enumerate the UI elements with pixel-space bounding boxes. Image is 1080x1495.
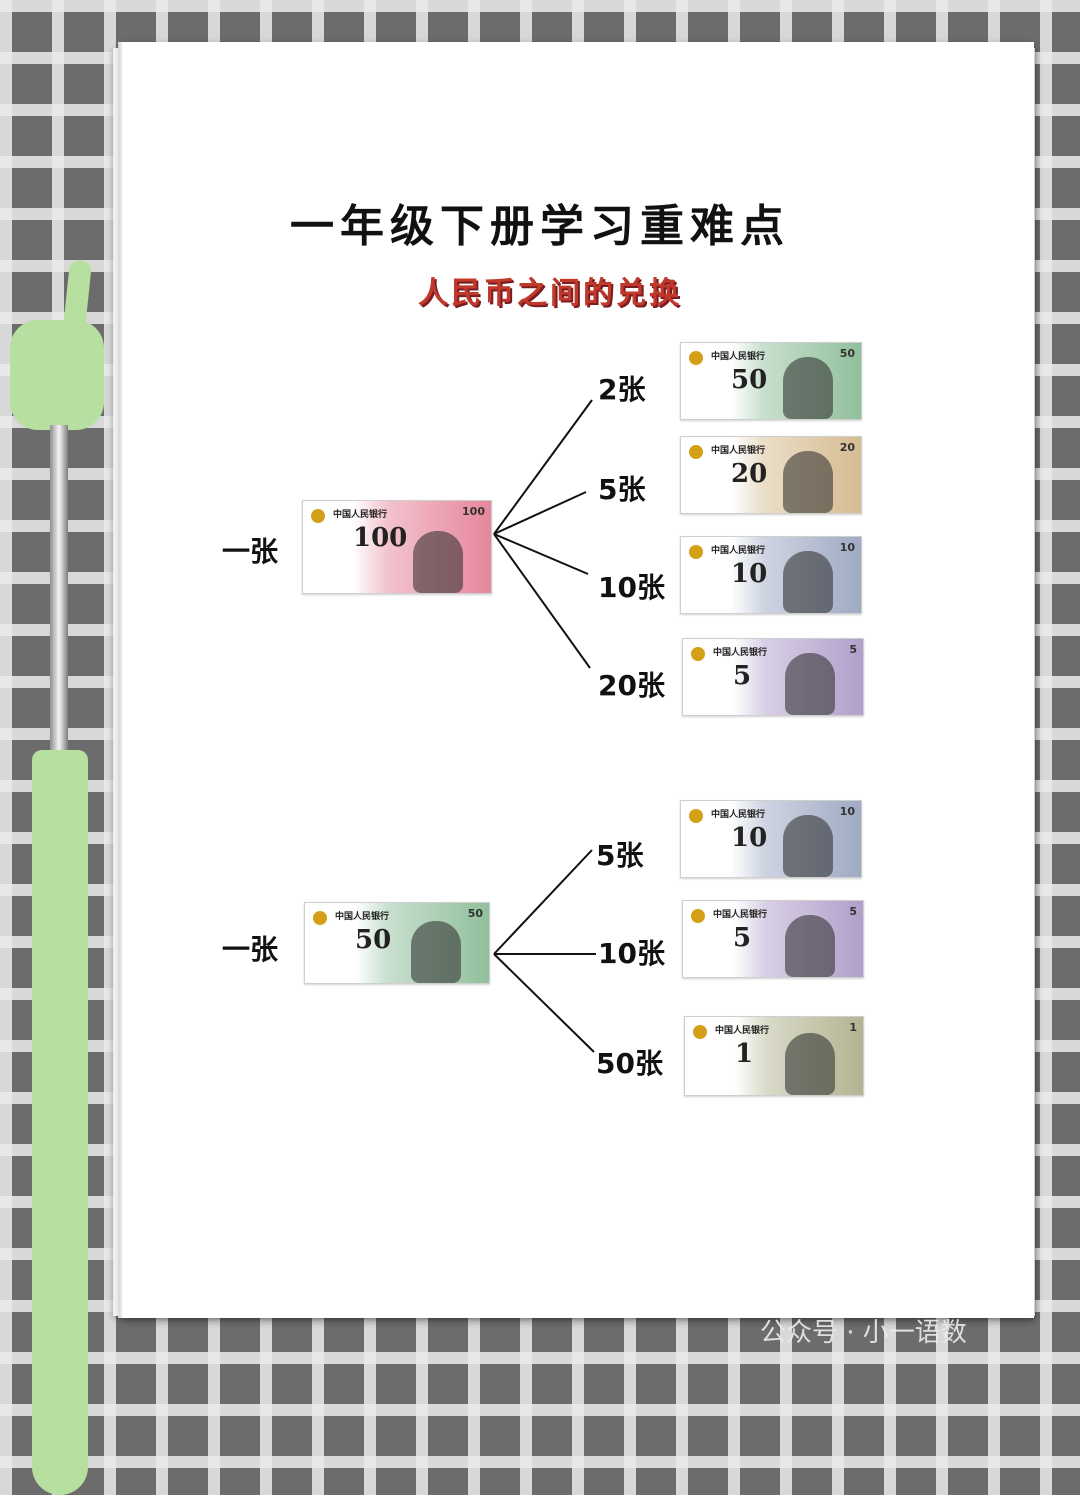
branch-line (493, 491, 587, 535)
portrait-image (411, 921, 461, 983)
bank-name: 中国人民银行 (711, 352, 766, 362)
note-value: 5 (733, 923, 752, 953)
bank-name: 中国人民银行 (713, 910, 768, 920)
note-corner-value: 10 (839, 805, 855, 818)
pointer-rod (50, 425, 68, 755)
branch-line (493, 533, 589, 575)
banknote-100: 中国人民银行 100 100 (302, 500, 492, 594)
page-title: 一年级下册学习重难点 (290, 201, 790, 252)
watermark: 公众号 · 小一语数 (760, 1318, 967, 1348)
emblem-icon (691, 647, 705, 661)
bank-name: 中国人民银行 (711, 810, 766, 820)
banknote-10: 中国人民银行 10 10 (680, 536, 862, 614)
pointer-grip (32, 750, 88, 1495)
note-value: 20 (731, 459, 768, 489)
portrait-image (785, 1033, 835, 1095)
bank-name: 中国人民银行 (711, 546, 766, 556)
source-label: 一张 (222, 535, 279, 568)
note-value: 50 (731, 365, 768, 395)
note-corner-value: 50 (839, 347, 855, 360)
emblem-icon (689, 545, 703, 559)
count-label: 10张 (598, 937, 665, 970)
bank-name: 中国人民银行 (333, 510, 388, 520)
pointer-hand (10, 320, 104, 430)
bank-name: 中国人民银行 (335, 912, 390, 922)
note-corner-value: 1 (849, 1021, 857, 1034)
bank-name: 中国人民银行 (715, 1026, 770, 1036)
note-value: 5 (733, 661, 752, 691)
banknote-5: 中国人民银行 5 5 (682, 900, 864, 978)
note-corner-value: 10 (839, 541, 855, 554)
exchange-diagram-lines (493, 399, 596, 1053)
branch-line (493, 849, 593, 955)
portrait-image (783, 551, 833, 613)
note-corner-value: 5 (849, 643, 857, 656)
emblem-icon (689, 445, 703, 459)
note-value: 10 (731, 559, 768, 589)
banknote-1: 中国人民银行 1 1 (684, 1016, 864, 1096)
count-label: 5张 (598, 473, 646, 506)
note-value: 100 (353, 523, 408, 553)
emblem-icon (693, 1025, 707, 1039)
banknote-20: 中国人民银行 20 20 (680, 436, 862, 514)
portrait-image (783, 815, 833, 877)
count-label: 5张 (596, 839, 644, 872)
portrait-image (785, 653, 835, 715)
branch-line (493, 399, 593, 535)
note-corner-value: 50 (467, 907, 483, 920)
page-subtitle: 人民币之间的兑换 (418, 276, 682, 311)
portrait-image (783, 451, 833, 513)
emblem-icon (691, 909, 705, 923)
branch-line (493, 533, 591, 669)
branch-line (493, 953, 595, 1053)
banknote-5: 中国人民银行 5 5 (682, 638, 864, 716)
banknote-10: 中国人民银行 10 10 (680, 800, 862, 878)
note-value: 1 (735, 1039, 754, 1069)
count-label: 2张 (598, 373, 646, 406)
note-corner-value: 100 (462, 505, 485, 518)
emblem-icon (311, 509, 325, 523)
bank-name: 中国人民银行 (713, 648, 768, 658)
note-corner-value: 5 (849, 905, 857, 918)
note-value: 10 (731, 823, 768, 853)
banknote-50: 中国人民银行 50 50 (304, 902, 490, 984)
worksheet-page (122, 42, 1034, 1318)
note-corner-value: 20 (839, 441, 855, 454)
emblem-icon (689, 809, 703, 823)
count-label: 50张 (596, 1047, 663, 1080)
portrait-image (785, 915, 835, 977)
teaching-pointer (10, 259, 104, 1495)
note-value: 50 (355, 925, 392, 955)
banknote-50: 中国人民银行 50 50 (680, 342, 862, 420)
count-label: 10张 (598, 571, 665, 604)
bank-name: 中国人民银行 (711, 446, 766, 456)
count-label: 20张 (598, 669, 665, 702)
portrait-image (413, 531, 463, 593)
source-label: 一张 (222, 933, 279, 966)
emblem-icon (313, 911, 327, 925)
portrait-image (783, 357, 833, 419)
emblem-icon (689, 351, 703, 365)
